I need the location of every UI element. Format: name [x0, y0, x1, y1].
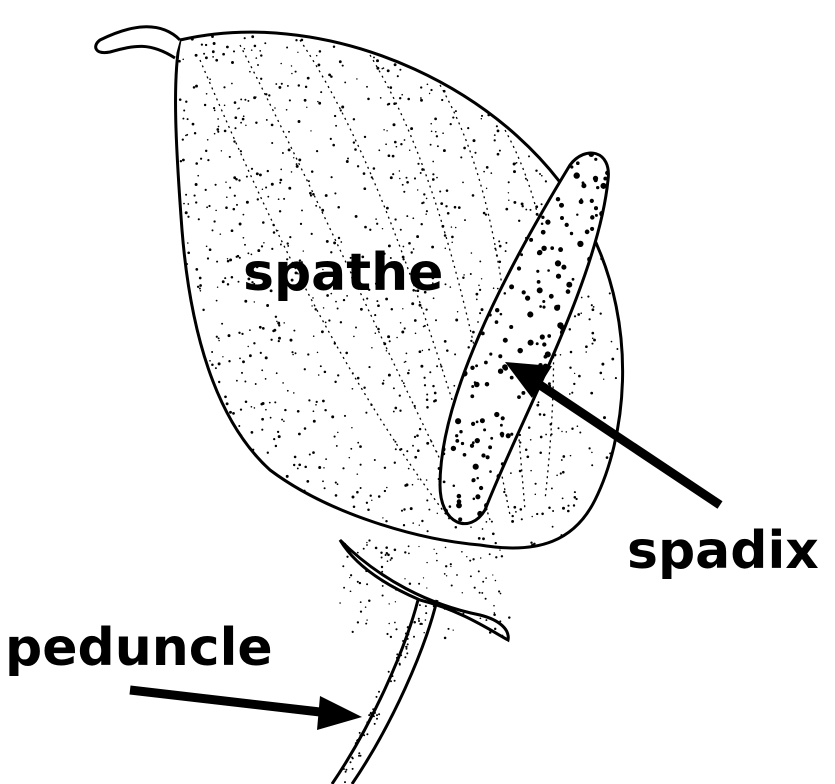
peduncle-label: peduncle [5, 618, 273, 678]
spathe-label: spathe [243, 243, 443, 303]
peduncle-arrow [130, 690, 362, 730]
peduncle-stem [332, 600, 437, 784]
spadix-label: spadix [627, 521, 819, 581]
